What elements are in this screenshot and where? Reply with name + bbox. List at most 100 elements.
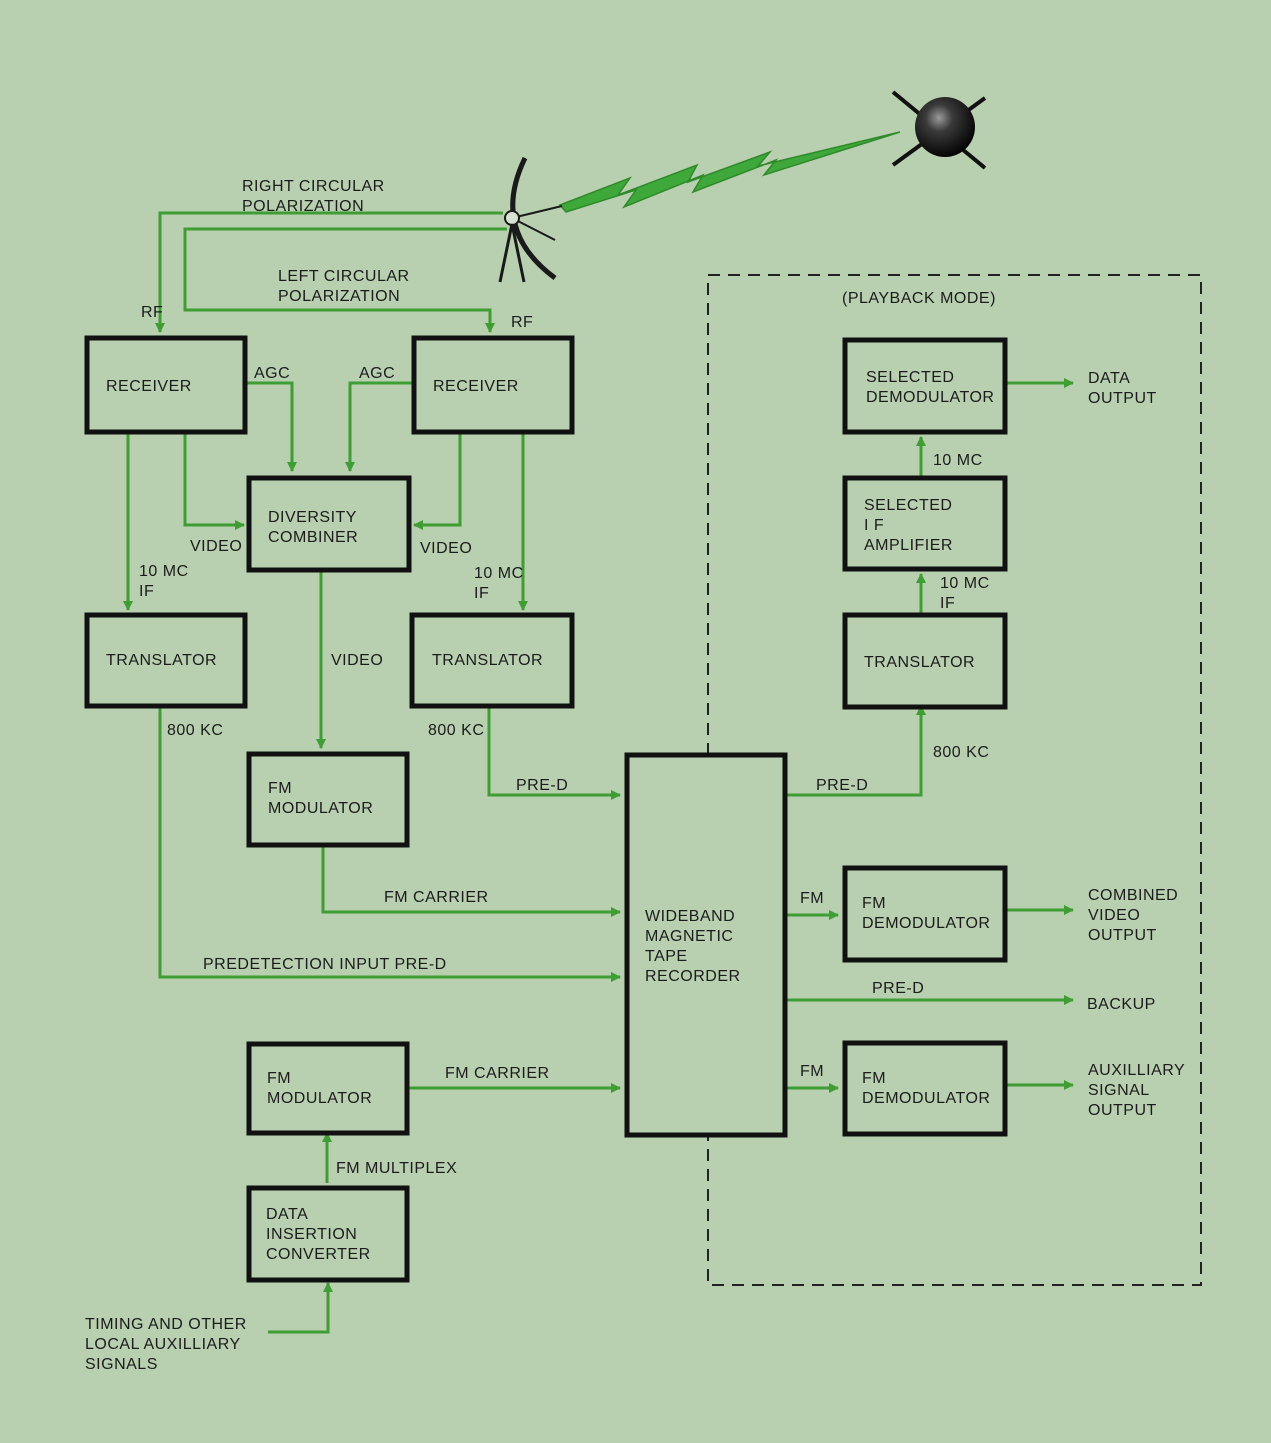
text-line: 10 MC bbox=[474, 565, 524, 582]
text-line: FM bbox=[862, 1070, 886, 1087]
text-line: FM bbox=[862, 895, 886, 912]
text-line: POLARIZATION bbox=[278, 288, 400, 305]
if-left-label: 10 MC IF bbox=[139, 563, 189, 600]
text-line: SELECTED bbox=[864, 497, 952, 514]
pb-fm-1-label: FM bbox=[800, 890, 824, 907]
text-line: LEFT CIRCULAR bbox=[278, 268, 410, 285]
translator-mid-box: TRANSLATOR bbox=[409, 612, 575, 709]
text-line: MODULATOR bbox=[268, 800, 373, 817]
rf-left-label: RF bbox=[141, 304, 163, 321]
lightning-bolt-icon bbox=[558, 131, 901, 213]
text-line: DATA bbox=[266, 1206, 308, 1223]
video-left-label: VIDEO bbox=[190, 538, 242, 555]
text-line: INSERTION bbox=[266, 1226, 357, 1243]
fm-carrier-top-label: FM CARRIER bbox=[384, 889, 489, 906]
text-line: RECEIVER bbox=[106, 378, 192, 395]
data-insertion-converter-label: DATA INSERTION CONVERTER bbox=[266, 1206, 371, 1263]
tape-recorder-label: WIDEBAND MAGNETIC TAPE RECORDER bbox=[645, 908, 741, 985]
text-line: RECORDER bbox=[645, 968, 741, 985]
fm-carrier-bottom-label: FM CARRIER bbox=[445, 1065, 550, 1082]
text-line: DIVERSITY bbox=[268, 509, 357, 526]
diversity-combiner-box: DIVERSITY COMBINER bbox=[246, 475, 412, 573]
rf-right-label: RF bbox=[511, 314, 533, 331]
pb-fm-2-label: FM bbox=[800, 1063, 824, 1080]
translator-mid-label: TRANSLATOR bbox=[432, 652, 543, 669]
text-line: TRANSLATOR bbox=[106, 652, 217, 669]
receiver-left-box: RECEIVER bbox=[84, 335, 248, 435]
pb-pred-backup-label: PRE-D bbox=[872, 980, 924, 997]
text-line: COMBINED bbox=[1088, 887, 1178, 904]
video-right-label: VIDEO bbox=[420, 540, 472, 557]
text-line: LOCAL AUXILLIARY bbox=[85, 1336, 241, 1353]
satellite-icon bbox=[891, 90, 987, 170]
translator-left-label: TRANSLATOR bbox=[106, 652, 217, 669]
text-line: 10 MC bbox=[139, 563, 189, 580]
fm-demodulator-2-box: FM DEMODULATOR bbox=[842, 1040, 1008, 1137]
lcp-label: LEFT CIRCULAR POLARIZATION bbox=[278, 268, 410, 305]
fm-modulator-bottom-label: FM MODULATOR bbox=[267, 1070, 372, 1107]
text-line: IF bbox=[940, 595, 955, 612]
text-line: DATA bbox=[1088, 370, 1130, 387]
text-line: DEMODULATOR bbox=[862, 1090, 990, 1107]
text-line: WIDEBAND bbox=[645, 908, 735, 925]
auxiliary-output-label: AUXILLIARY SIGNAL OUTPUT bbox=[1088, 1062, 1185, 1119]
timing-label: TIMING AND OTHER LOCAL AUXILLIARY SIGNALS bbox=[85, 1316, 247, 1373]
predetection-input-label: PREDETECTION INPUT PRE-D bbox=[203, 956, 447, 973]
text-line: 10 MC bbox=[940, 575, 990, 592]
text-line: RIGHT CIRCULAR bbox=[242, 178, 385, 195]
text-line: SELECTED bbox=[866, 369, 954, 386]
text-line: POLARIZATION bbox=[242, 198, 364, 215]
data-output-label: DATA OUTPUT bbox=[1088, 370, 1157, 407]
translator-playback-box: TRANSLATOR bbox=[842, 612, 1008, 710]
fm-demodulator-1-box: FM DEMODULATOR bbox=[842, 865, 1008, 963]
text-line: TRANSLATOR bbox=[432, 652, 543, 669]
receiver-left-label: RECEIVER bbox=[106, 378, 192, 395]
text-line: OUTPUT bbox=[1088, 390, 1157, 407]
text-line: IF bbox=[474, 585, 489, 602]
backup-output-label: BACKUP bbox=[1087, 996, 1156, 1013]
pb-pred-label: PRE-D bbox=[816, 777, 868, 794]
receiver-right-label: RECEIVER bbox=[433, 378, 519, 395]
pb-800kc-label: 800 KC bbox=[933, 744, 989, 761]
text-line: MAGNETIC bbox=[645, 928, 733, 945]
agc-right-label: AGC bbox=[359, 365, 395, 382]
pb-10mc-top-label: 10 MC bbox=[933, 452, 983, 469]
rcp-label: RIGHT CIRCULAR POLARIZATION bbox=[242, 178, 385, 215]
receiver-right-box: RECEIVER bbox=[411, 335, 575, 435]
fm-modulator-bottom-box: FM MODULATOR bbox=[246, 1041, 410, 1136]
text-line: RECEIVER bbox=[433, 378, 519, 395]
text-line: SIGNALS bbox=[85, 1356, 158, 1373]
translator-playback-label: TRANSLATOR bbox=[864, 654, 975, 671]
text-line: AMPLIFIER bbox=[864, 537, 953, 554]
text-line: TRANSLATOR bbox=[864, 654, 975, 671]
fm-multiplex-label: FM MULTIPLEX bbox=[336, 1160, 457, 1177]
text-line: TIMING AND OTHER bbox=[85, 1316, 247, 1333]
text-line: FM bbox=[267, 1070, 291, 1087]
agc-left-label: AGC bbox=[254, 365, 290, 382]
text-line: MODULATOR bbox=[267, 1090, 372, 1107]
text-line: COMBINER bbox=[268, 529, 358, 546]
playback-mode-region bbox=[707, 274, 1202, 1286]
pb-10mc-if-label: 10 MC IF bbox=[940, 575, 990, 612]
data-insertion-converter-box: DATA INSERTION CONVERTER bbox=[246, 1185, 410, 1283]
text-line: OUTPUT bbox=[1088, 1102, 1157, 1119]
dish-antenna-icon bbox=[498, 156, 563, 283]
text-line: IF bbox=[139, 583, 154, 600]
pred-mid-label: PRE-D bbox=[516, 777, 568, 794]
text-line: DEMODULATOR bbox=[862, 915, 990, 932]
text-line: SIGNAL bbox=[1088, 1082, 1150, 1099]
text-line: VIDEO bbox=[1088, 907, 1140, 924]
text-line: CONVERTER bbox=[266, 1246, 371, 1263]
text-line: TAPE bbox=[645, 948, 688, 965]
kc-mid-label: 800 KC bbox=[428, 722, 484, 739]
fm-demodulator-2-label: FM DEMODULATOR bbox=[862, 1070, 990, 1107]
text-line: AUXILLIARY bbox=[1088, 1062, 1185, 1079]
kc-left-label: 800 KC bbox=[167, 722, 223, 739]
